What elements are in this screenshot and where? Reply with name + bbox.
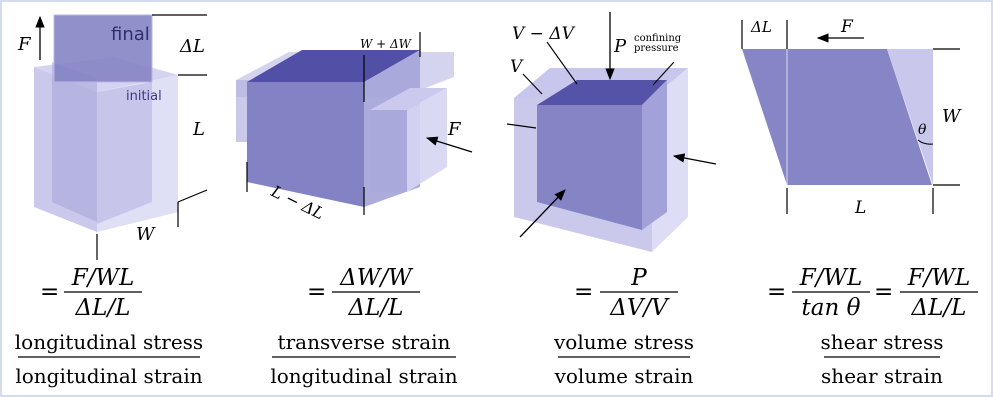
formula-num: ΔW/W	[339, 265, 414, 291]
shear-gap	[887, 49, 933, 185]
label-VdV: V − ΔV	[512, 24, 576, 44]
formula-den2: ΔL/L	[911, 295, 967, 321]
leader-VdV	[546, 41, 578, 85]
panel-volume: V − ΔV V P confining pressure	[506, 12, 717, 252]
formula-num: F/WL	[71, 265, 135, 291]
formula-num: P	[630, 265, 647, 291]
formula-den: ΔL/L	[348, 295, 404, 321]
word-den: shear strain	[821, 364, 943, 388]
formula-eq: =	[307, 279, 326, 305]
formula-num2: F/WL	[907, 265, 971, 291]
label-dL: ΔL	[179, 36, 205, 57]
label-P: P	[613, 36, 627, 57]
label-V: V	[510, 57, 524, 77]
sheared-block	[742, 49, 932, 185]
label-F: F	[447, 119, 462, 140]
formula-den1: tan θ	[802, 295, 861, 321]
formula-row: = F/WL ΔL/L longitudinal stress longitud…	[15, 265, 978, 388]
dim-line-bottom	[177, 189, 208, 203]
pressure-arrow-right	[672, 153, 717, 165]
label-L: L	[854, 198, 866, 218]
force-arrow	[425, 136, 473, 153]
word-den: longitudinal strain	[15, 364, 202, 388]
label-dL: ΔL	[750, 18, 772, 36]
final-block	[53, 14, 153, 224]
formula-num1: F/WL	[799, 265, 863, 291]
word-den: longitudinal strain	[270, 364, 457, 388]
label-L: L	[192, 119, 205, 140]
formula-den: ΔL/L	[75, 295, 131, 321]
label-F: F	[840, 17, 854, 37]
leader-V	[522, 73, 543, 95]
word-num: longitudinal stress	[15, 330, 203, 354]
label-confining: confining	[634, 33, 682, 44]
label-F: F	[17, 34, 32, 55]
label-theta: θ	[918, 122, 927, 138]
label-WdW: W + ΔW	[360, 37, 413, 51]
label-W: W	[136, 224, 156, 245]
formula-volume: = P ΔV/V volume stress volume strain	[553, 265, 694, 388]
pressure-arrow-front	[519, 189, 566, 238]
panel-transverse: W + ΔW F L − ΔL	[236, 32, 473, 223]
formula-eq1: =	[767, 279, 786, 305]
formula-shear: = F/WL tan θ = F/WL ΔL/L shear stress sh…	[767, 265, 978, 388]
pressure-line-left	[506, 123, 537, 129]
panel-shear: ΔL F W θ L	[741, 17, 962, 218]
word-num: shear stress	[820, 330, 943, 354]
formula-transverse: = ΔW/W ΔL/L transverse strain longitudin…	[270, 265, 457, 388]
word-num: volume stress	[553, 330, 694, 354]
label-initial: initial	[126, 89, 162, 104]
word-den: volume strain	[554, 364, 694, 388]
formula-eq: =	[40, 279, 59, 305]
word-num: transverse strain	[278, 330, 451, 354]
formula-eq2: =	[874, 279, 893, 305]
formula-den: ΔV/V	[609, 295, 670, 321]
theta-arc	[917, 139, 934, 145]
label-W: W	[942, 106, 962, 127]
label-final: final	[111, 24, 150, 45]
formula-eq: =	[574, 279, 593, 305]
label-pressure: pressure	[634, 43, 679, 54]
formula-longitudinal: = F/WL ΔL/L longitudinal stress longitud…	[15, 265, 203, 388]
panel-longitudinal: final initial F ΔL L W	[17, 14, 208, 260]
